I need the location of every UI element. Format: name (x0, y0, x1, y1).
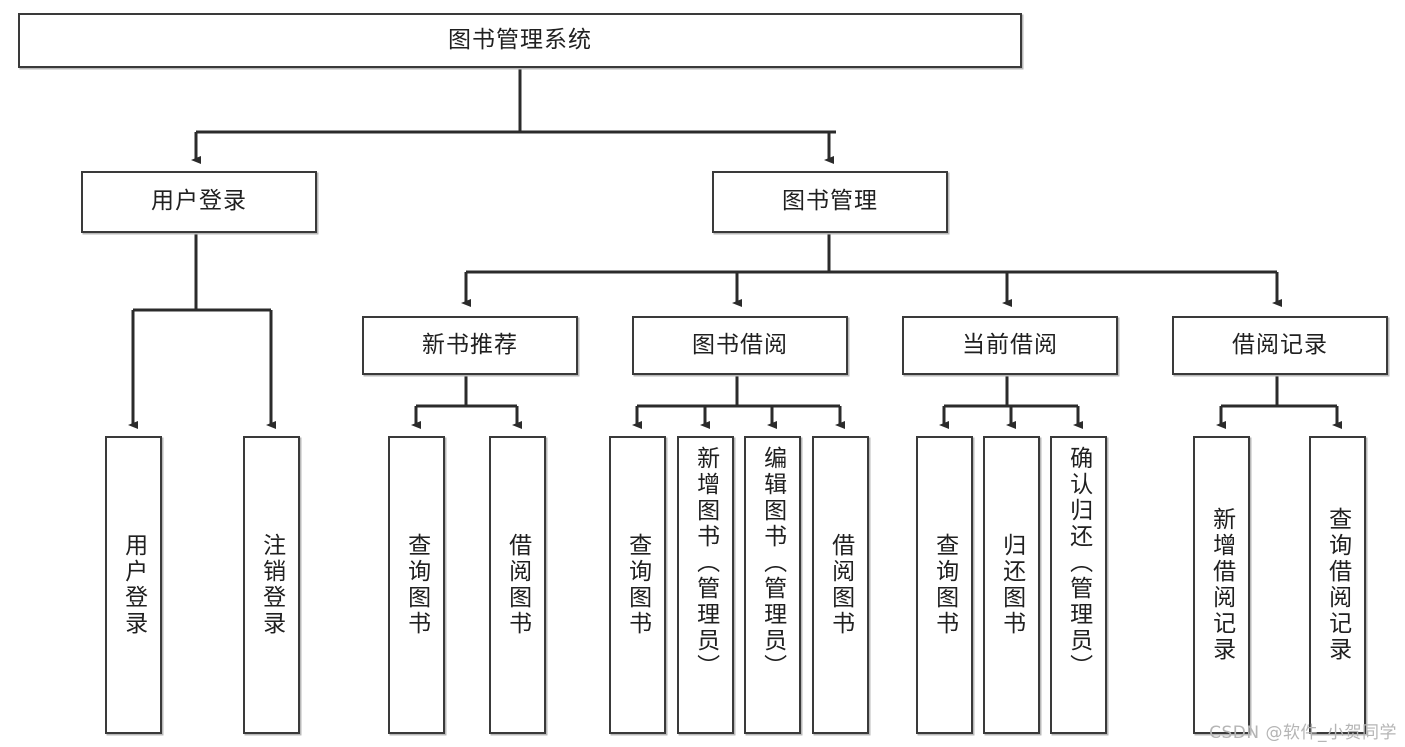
node-borrow-record[interactable]: 借阅记录 (1172, 316, 1388, 375)
leaf-query-book-1[interactable]: 查询图书 (388, 436, 445, 734)
node-user-login[interactable]: 用户登录 (81, 171, 317, 233)
leaf-query-book-2-label: 查询图书 (624, 533, 651, 637)
leaf-add-record-label: 新增借阅记录 (1208, 507, 1235, 663)
leaf-user-login-label: 用户登录 (120, 533, 147, 637)
node-root[interactable]: 图书管理系统 (18, 13, 1022, 68)
leaf-query-book-2[interactable]: 查询图书 (609, 436, 666, 734)
leaf-user-login[interactable]: 用户登录 (105, 436, 162, 734)
leaf-edit-book-label: 编辑图书（管理员） (759, 446, 786, 680)
leaf-query-record[interactable]: 查询借阅记录 (1309, 436, 1366, 734)
leaf-query-book-1-label: 查询图书 (403, 533, 430, 637)
leaf-borrow-book-1-label: 借阅图书 (504, 533, 531, 637)
leaf-return-book-label: 归还图书 (998, 533, 1025, 637)
node-root-label: 图书管理系统 (448, 26, 592, 53)
csdn-watermark: CSDN @软件_小贺同学 (1209, 723, 1397, 743)
leaf-borrow-book-1[interactable]: 借阅图书 (489, 436, 546, 734)
leaf-query-record-label: 查询借阅记录 (1324, 507, 1351, 663)
node-book-borrow[interactable]: 图书借阅 (632, 316, 848, 375)
node-current-borrow-label: 当前借阅 (962, 331, 1058, 358)
leaf-logout-login[interactable]: 注销登录 (243, 436, 300, 734)
node-new-book-recommend-label: 新书推荐 (422, 331, 518, 358)
node-new-book-recommend[interactable]: 新书推荐 (362, 316, 578, 375)
node-book-manage[interactable]: 图书管理 (712, 171, 948, 233)
node-book-manage-label: 图书管理 (782, 188, 878, 215)
leaf-logout-login-label: 注销登录 (258, 533, 285, 637)
leaf-query-book-3-label: 查询图书 (931, 533, 958, 637)
node-current-borrow[interactable]: 当前借阅 (902, 316, 1118, 375)
node-book-borrow-label: 图书借阅 (692, 331, 788, 358)
leaf-borrow-book-2-label: 借阅图书 (827, 533, 854, 637)
leaf-confirm-return[interactable]: 确认归还（管理员） (1050, 436, 1107, 734)
leaf-add-record[interactable]: 新增借阅记录 (1193, 436, 1250, 734)
leaf-edit-book[interactable]: 编辑图书（管理员） (744, 436, 801, 734)
leaf-confirm-return-label: 确认归还（管理员） (1065, 446, 1092, 680)
leaf-add-book[interactable]: 新增图书（管理员） (677, 436, 734, 734)
leaf-return-book[interactable]: 归还图书 (983, 436, 1040, 734)
leaf-query-book-3[interactable]: 查询图书 (916, 436, 973, 734)
leaf-borrow-book-2[interactable]: 借阅图书 (812, 436, 869, 734)
leaf-add-book-label: 新增图书（管理员） (692, 446, 719, 680)
node-borrow-record-label: 借阅记录 (1232, 331, 1328, 358)
node-user-login-label: 用户登录 (151, 188, 247, 215)
